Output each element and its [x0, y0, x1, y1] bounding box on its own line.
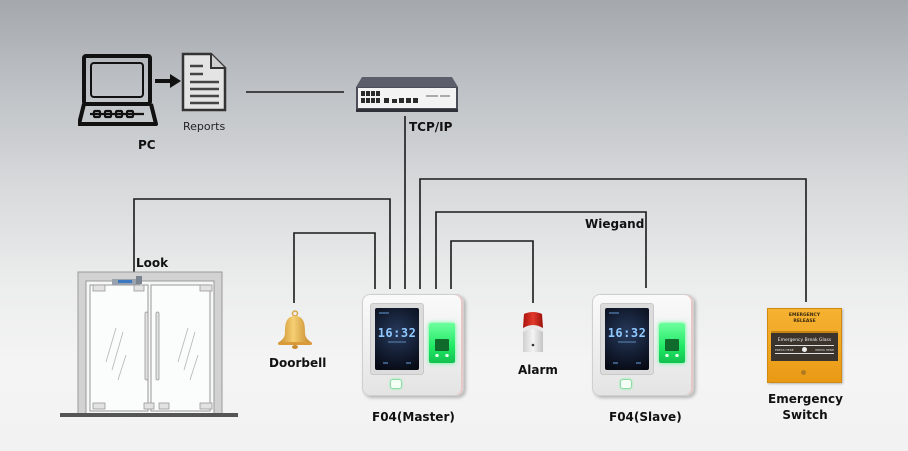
glass-door-icon — [60, 271, 238, 417]
tcpip-label: TCP/IP — [409, 120, 453, 134]
emergency-label: Emergency Switch — [768, 392, 843, 422]
pc-label: PC — [138, 138, 156, 152]
wire-emergency — [419, 178, 807, 302]
document-icon — [181, 52, 227, 112]
reports-label: Reports — [183, 120, 226, 133]
screen-frame: 16:32 — [600, 303, 654, 375]
clock-display: 16:32 — [377, 326, 417, 340]
magnetic-lock-icon — [112, 276, 142, 285]
doorbell-label: Doorbell — [269, 356, 327, 370]
glass-panel: Emergency Break Glass PRESS HERE PRESS H… — [771, 331, 838, 361]
plate-hint-right: PRESS HERE — [815, 348, 834, 352]
screen-frame: 16:32 — [370, 303, 424, 375]
bell-icon — [278, 310, 312, 349]
fingerprint-sensor-icon — [429, 323, 455, 363]
wire-lock — [133, 198, 391, 289]
master-label: F04(Master) — [372, 410, 455, 424]
doorbell-key-icon — [390, 379, 402, 389]
laptop-icon — [78, 54, 158, 126]
wire-alarm — [450, 240, 534, 303]
clock-display: 16:32 — [607, 326, 647, 340]
plate-text: Emergency Break Glass — [777, 338, 832, 343]
f04-slave-device[interactable]: 16:32 — [592, 294, 694, 396]
screw-icon — [801, 370, 806, 375]
lock-label: Look — [136, 256, 169, 270]
alarm-label: Alarm — [518, 363, 558, 377]
wire-wiegand — [435, 211, 647, 289]
emergency-plate-title: EMERGENCY RELEASE — [788, 313, 821, 324]
doorbell-key-icon — [620, 379, 632, 389]
f04-master-device[interactable]: 16:32 — [362, 294, 464, 396]
fingerprint-sensor-icon — [659, 323, 685, 363]
slave-label: F04(Slave) — [609, 410, 682, 424]
siren-icon — [523, 312, 543, 352]
arrow-right-icon — [155, 74, 181, 88]
lcd-screen: 16:32 — [375, 308, 419, 370]
wire-doorbell — [293, 232, 376, 303]
emergency-break-glass-icon[interactable]: EMERGENCY RELEASE Emergency Break Glass … — [767, 308, 842, 383]
network-switch-icon — [356, 77, 458, 112]
lcd-screen: 16:32 — [605, 308, 649, 370]
wiegand-label: Wiegand — [585, 217, 645, 231]
plate-hint-left: PRESS HERE — [775, 348, 794, 352]
